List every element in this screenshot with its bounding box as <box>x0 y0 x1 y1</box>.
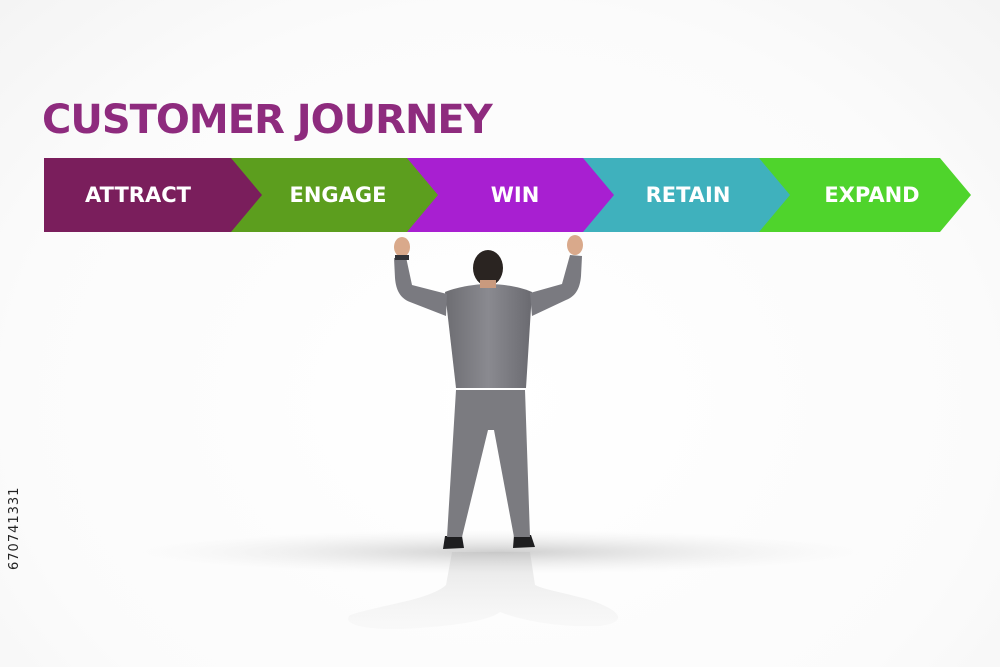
right-shoe <box>513 535 535 548</box>
suit-jacket <box>445 284 532 388</box>
trousers <box>447 390 530 537</box>
left-arm <box>394 257 447 316</box>
wristwatch <box>395 255 409 260</box>
right-arm <box>530 255 582 316</box>
left-shoe <box>443 536 464 549</box>
head <box>473 250 503 286</box>
left-fist <box>394 237 410 257</box>
neck <box>480 280 496 288</box>
floor-reflection <box>348 552 619 630</box>
right-fist <box>567 235 583 255</box>
headline: CUSTOMER JOURNEY <box>42 97 493 143</box>
stock-image-id: 670741331 <box>7 486 22 570</box>
